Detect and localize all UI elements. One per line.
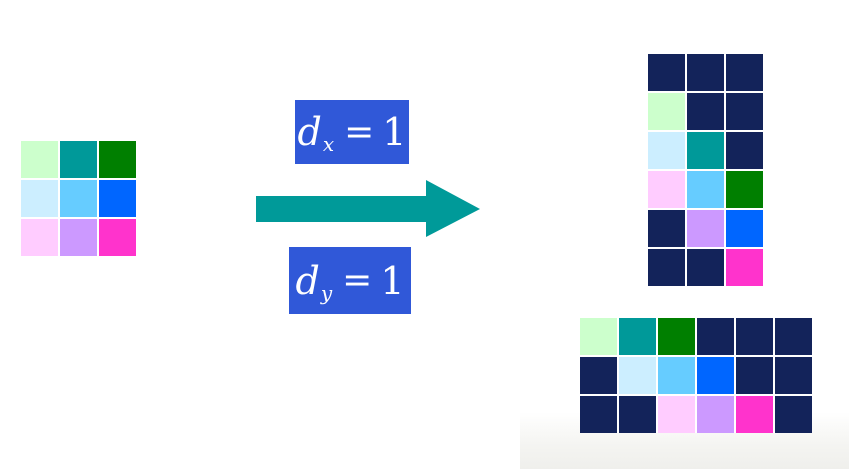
grid-cell xyxy=(736,396,773,433)
grid-cell xyxy=(726,210,763,247)
grid-cell xyxy=(726,54,763,91)
dy-subscript: y xyxy=(320,280,333,305)
grid-cell xyxy=(697,396,734,433)
dx-variable: d xyxy=(297,110,322,154)
grid-cell xyxy=(60,141,97,178)
grid-cell xyxy=(21,219,58,256)
grid-cell xyxy=(687,54,724,91)
grid-cell xyxy=(658,396,695,433)
grid-cell xyxy=(687,132,724,169)
grid-cell xyxy=(687,210,724,247)
grid-cell xyxy=(726,249,763,286)
grid-cell xyxy=(648,54,685,91)
dy-equals: = xyxy=(342,260,373,301)
source-grid xyxy=(21,141,136,256)
grid-cell xyxy=(648,93,685,130)
grid-cell xyxy=(619,357,656,394)
grid-cell xyxy=(658,357,695,394)
grid-cell xyxy=(648,132,685,169)
horizontal-shift-grid xyxy=(580,318,812,433)
grid-cell xyxy=(619,396,656,433)
grid-cell xyxy=(687,93,724,130)
grid-cell xyxy=(580,318,617,355)
grid-cell xyxy=(648,249,685,286)
grid-cell xyxy=(580,396,617,433)
grid-cell xyxy=(658,318,695,355)
grid-cell xyxy=(99,219,136,256)
dy-value: 1 xyxy=(380,258,405,303)
vertical-shift-grid xyxy=(648,54,763,286)
grid-cell xyxy=(687,171,724,208)
grid-cell xyxy=(21,180,58,217)
grid-cell xyxy=(736,357,773,394)
grid-cell xyxy=(619,318,656,355)
grid-cell xyxy=(726,93,763,130)
grid-cell xyxy=(726,171,763,208)
grid-cell xyxy=(726,132,763,169)
grid-cell xyxy=(648,171,685,208)
grid-cell xyxy=(60,180,97,217)
arrow-shape xyxy=(256,180,480,237)
grid-cell xyxy=(775,396,812,433)
grid-cell xyxy=(687,249,724,286)
grid-cell xyxy=(775,357,812,394)
dx-equals: = xyxy=(344,111,375,153)
grid-cell xyxy=(775,318,812,355)
grid-cell xyxy=(60,219,97,256)
grid-cell xyxy=(648,210,685,247)
dx-value: 1 xyxy=(382,110,407,154)
grid-cell xyxy=(697,318,734,355)
grid-cell xyxy=(736,318,773,355)
grid-cell xyxy=(580,357,617,394)
grid-cell xyxy=(697,357,734,394)
grid-cell xyxy=(21,141,58,178)
dy-variable: d xyxy=(295,258,320,303)
dx-subscript: x xyxy=(322,132,335,156)
grid-cell xyxy=(99,180,136,217)
right-arrow-icon xyxy=(256,180,480,237)
grid-cell xyxy=(99,141,136,178)
